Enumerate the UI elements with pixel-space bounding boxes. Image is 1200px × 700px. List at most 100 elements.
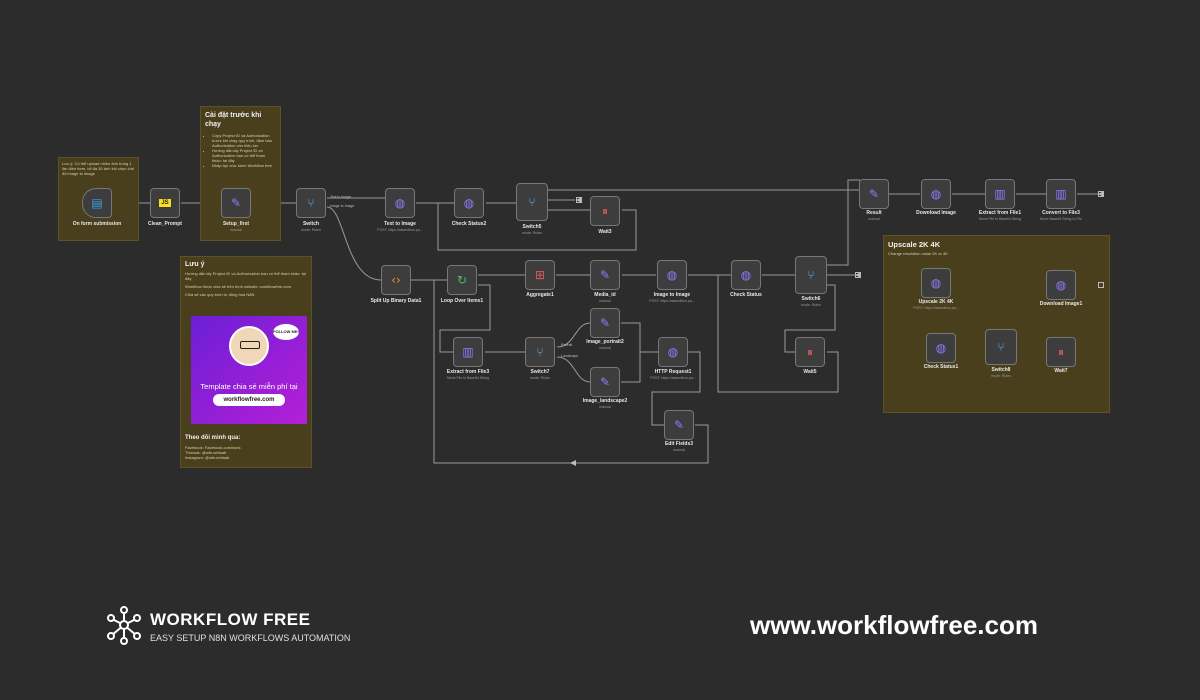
node-label-download-image: Download Image bbox=[916, 210, 956, 216]
node-download-image1[interactable]: ◍ bbox=[1046, 270, 1076, 300]
node-label-setup-first: Setup_first bbox=[222, 221, 250, 227]
node-clean-prompt[interactable]: JS bbox=[150, 188, 180, 218]
node-switch8[interactable]: ⑂ bbox=[985, 329, 1017, 365]
node-label-split-binary: Split Up Binary Data1 bbox=[370, 298, 422, 304]
switch-icon: ⑂ bbox=[997, 340, 1005, 354]
node-setup-first[interactable]: ✎ bbox=[221, 188, 251, 218]
website-url[interactable]: www.workflowfree.com bbox=[750, 610, 1038, 640]
node-sub-setup-first: manual bbox=[230, 228, 242, 232]
add-node-handle[interactable] bbox=[1098, 282, 1104, 288]
node-aggregate1[interactable]: ⊞ bbox=[525, 260, 555, 290]
switch-icon: ⑂ bbox=[528, 195, 536, 209]
node-http-request1[interactable]: ◍ bbox=[658, 337, 688, 367]
note-setup-title: Cài đặt trước khi chạy bbox=[205, 112, 262, 128]
node-on-form-submission[interactable]: ▤ bbox=[82, 188, 112, 218]
promo-url: workflowfree.com bbox=[213, 394, 285, 406]
node-label-edit-fields3: Edit Fields3 bbox=[664, 441, 694, 447]
aggregate-icon: ⊞ bbox=[534, 268, 546, 282]
pencil-icon: ✎ bbox=[673, 418, 685, 432]
node-wait3[interactable]: ⏸ bbox=[590, 196, 620, 226]
pause-icon: ⏸ bbox=[1057, 345, 1064, 359]
node-convert-to-file3[interactable]: ▥ bbox=[1046, 179, 1076, 209]
note-upscale-title: Upscale 2K 4K bbox=[888, 240, 941, 249]
node-wait5[interactable]: ⏸ bbox=[795, 337, 825, 367]
switch-output-label: Text to Image bbox=[330, 195, 352, 199]
file-icon: ▥ bbox=[1055, 187, 1067, 201]
add-node-handle[interactable] bbox=[576, 197, 582, 203]
note-warning-title: Lưu ý bbox=[185, 261, 205, 268]
node-image-portrait2[interactable]: ✎ bbox=[590, 308, 620, 338]
node-result[interactable]: ✎ bbox=[859, 179, 889, 209]
node-extract-from-file3[interactable]: ▥ bbox=[453, 337, 483, 367]
add-node-handle[interactable] bbox=[1098, 191, 1104, 197]
node-label-switch7: Switch7 bbox=[530, 369, 550, 375]
note-intro-text: Lưu ý: Có thể upload nhiều ảnh trong 1 l… bbox=[62, 161, 135, 176]
node-label-wait5: Wait5 bbox=[803, 369, 817, 375]
avatar bbox=[229, 326, 269, 366]
note-setup-bullet: Hướng dẫn lấy Project ID và Authorizatio… bbox=[212, 148, 276, 163]
node-image-landscape2[interactable]: ✎ bbox=[590, 367, 620, 397]
node-sub-switch5: mode: Rules bbox=[522, 231, 542, 235]
note-warning-line: Workflow được chia sẻ trên trình website… bbox=[185, 284, 291, 289]
node-switch5[interactable]: ⑂ bbox=[516, 183, 548, 221]
node-switch[interactable]: ⑂ bbox=[296, 188, 326, 218]
globe-icon: ◍ bbox=[463, 196, 475, 210]
note-setup-bullet: Copy Project ID và Authorization trước k… bbox=[212, 133, 276, 148]
node-download-image[interactable]: ◍ bbox=[921, 179, 951, 209]
node-text-to-image[interactable]: ◍ bbox=[385, 188, 415, 218]
node-check-status[interactable]: ◍ bbox=[731, 260, 761, 290]
node-sub-image-landscape2: manual bbox=[599, 405, 611, 409]
node-sub-result: manual bbox=[868, 217, 880, 221]
node-loop-over-items1[interactable]: ↻ bbox=[447, 265, 477, 295]
add-node-handle[interactable] bbox=[855, 272, 861, 278]
globe-icon: ◍ bbox=[930, 276, 942, 290]
node-sub-extract-from-file1: Move File to Base64 String bbox=[978, 217, 1022, 221]
node-switch6[interactable]: ⑂ bbox=[795, 256, 827, 294]
node-label-clean-prompt: Clean_Prompt bbox=[148, 221, 182, 227]
node-image-to-image[interactable]: ◍ bbox=[657, 260, 687, 290]
brand-subtitle: EASY SETUP N8N WORKFLOWS AUTOMATION bbox=[150, 633, 351, 643]
node-label-convert-to-file3: Convert to File3 bbox=[1042, 210, 1080, 216]
promo-banner: FOLLOW ME! Template chia sẻ miễn phí tại… bbox=[191, 316, 307, 424]
pencil-icon: ✎ bbox=[599, 316, 611, 330]
node-label-image-portrait2: Image_portrait2 bbox=[586, 339, 624, 345]
note-warning-line: Hướng dẫn lấy Project ID và Authorizatio… bbox=[185, 271, 306, 281]
loop-icon: ↻ bbox=[456, 273, 468, 287]
node-extract-from-file1[interactable]: ▥ bbox=[985, 179, 1015, 209]
promo-text: Template chia sẻ miễn phí tại bbox=[200, 382, 298, 391]
note-setup[interactable]: Cài đặt trước khi chạy Copy Project ID v… bbox=[200, 106, 281, 241]
js-code-icon: JS bbox=[159, 199, 171, 207]
follow-me-badge: FOLLOW ME! bbox=[273, 324, 299, 340]
pause-icon: ⏸ bbox=[806, 345, 813, 359]
note-upscale[interactable]: Upscale 2K 4K Change resolution value 2K… bbox=[883, 235, 1110, 413]
pencil-icon: ✎ bbox=[599, 375, 611, 389]
switch-icon: ⑂ bbox=[307, 196, 315, 210]
node-sub-convert-to-file3: Move Base64 String to File bbox=[1039, 217, 1083, 221]
note-upscale-subtitle: Change resolution value 2K or 4K bbox=[888, 251, 948, 256]
node-label-image-to-image: Image to Image bbox=[653, 292, 691, 298]
node-sub-edit-fields3: manual bbox=[673, 448, 685, 452]
node-label-text-to-image: Text to Image bbox=[384, 221, 416, 227]
node-check-status1[interactable]: ◍ bbox=[926, 333, 956, 363]
node-label-http-request1: HTTP Request1 bbox=[654, 369, 692, 375]
node-check-status2[interactable]: ◍ bbox=[454, 188, 484, 218]
node-sub-image-portrait2: manual bbox=[599, 346, 611, 350]
globe-icon: ◍ bbox=[935, 341, 947, 355]
node-media-id[interactable]: ✎ bbox=[590, 260, 620, 290]
node-wait7[interactable]: ⏸ bbox=[1046, 337, 1076, 367]
brand-title: WORKFLOW FREE bbox=[150, 610, 311, 629]
note-warning-line: Chia sẻ các quy trình tự động hóa N8N bbox=[185, 292, 255, 297]
code-icon: ‹› bbox=[391, 273, 401, 287]
node-label-result: Result bbox=[866, 210, 882, 216]
node-split-binary[interactable]: ‹› bbox=[381, 265, 411, 295]
file-icon: ▥ bbox=[462, 345, 474, 359]
form-icon: ▤ bbox=[91, 196, 103, 210]
node-edit-fields3[interactable]: ✎ bbox=[664, 410, 694, 440]
node-label-check-status1: Check Status1 bbox=[923, 364, 959, 370]
node-label-switch6: Switch6 bbox=[801, 296, 821, 302]
pencil-icon: ✎ bbox=[599, 268, 611, 282]
node-upscale-2k-4k[interactable]: ◍ bbox=[921, 268, 951, 298]
node-switch7[interactable]: ⑂ bbox=[525, 337, 555, 367]
globe-icon: ◍ bbox=[930, 187, 942, 201]
switch-icon: ⑂ bbox=[536, 345, 544, 359]
